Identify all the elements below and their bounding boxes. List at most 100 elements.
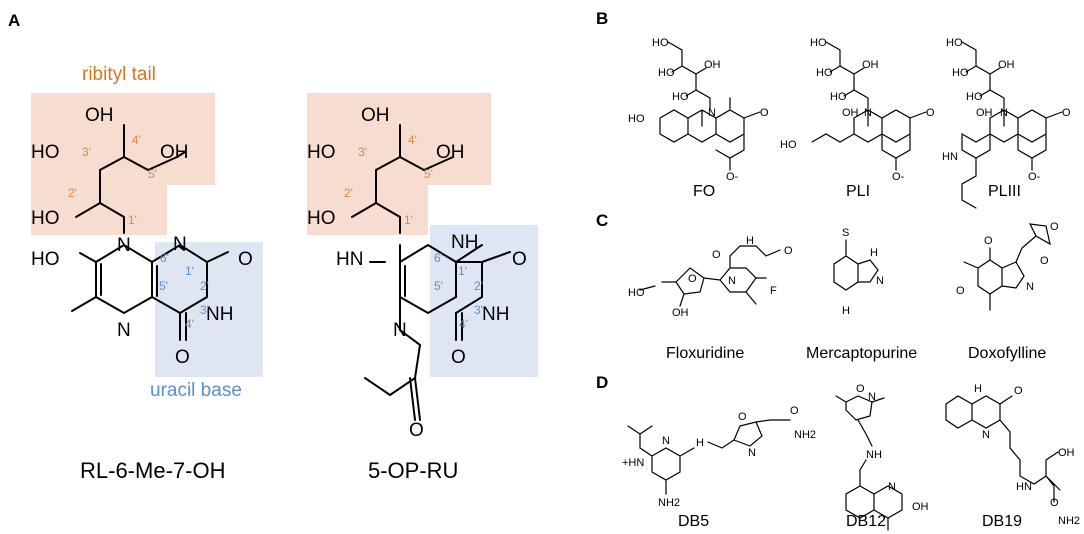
ribityl-tail-region-1 (31, 93, 215, 235)
num-4-prime-2b: 4' (459, 317, 468, 331)
atom-hn: HN (336, 249, 363, 270)
num-5-prime: 5' (148, 167, 157, 181)
flox-atom-oh: OH (672, 307, 689, 319)
atom-o-4-b: O (451, 347, 466, 368)
atom-ho-2: HO (31, 208, 60, 229)
atom-n-1: N (173, 234, 187, 255)
molecule-fo (659, 41, 761, 171)
uracil-base-label: uracil base (150, 380, 242, 401)
db5-atom-hn: H (696, 437, 704, 449)
pli-atom-n: N (864, 107, 872, 119)
mp-atom-n: N (876, 275, 884, 287)
pliii-atom-oh-1: OH (998, 59, 1015, 71)
atom-nh-3: NH (206, 304, 233, 325)
atom-oh-4: OH (85, 105, 114, 126)
molecule-floxuridine (639, 245, 781, 307)
caption-mercaptopurine: Mercaptopurine (806, 345, 917, 362)
fo-atom-o: O (760, 107, 769, 119)
db5-atom-o2: O (790, 405, 799, 417)
num-3-prime-2b: 3' (474, 303, 483, 317)
atom-o-4: O (175, 347, 190, 368)
doxo-atom-o2: O (956, 285, 965, 297)
molecule-db19 (945, 395, 1061, 503)
atom-n-10: N (117, 235, 131, 256)
pli-atom-ominus: O- (892, 171, 905, 183)
caption-doxofylline: Doxofylline (968, 345, 1046, 362)
db5-atom-n: N (662, 435, 670, 447)
db5-atom-nh2-b: NH2 (658, 497, 680, 509)
atom-oh-4-b: OH (361, 105, 390, 126)
db12-atom-n: N (868, 391, 876, 403)
db5-atom-hnplus: +HN (622, 457, 644, 469)
molecule-db12 (835, 395, 903, 531)
num-6-prime-2: 6' (434, 251, 443, 265)
pliii-atom-ho-3: HO (966, 91, 983, 103)
doxo-atom-o: O (984, 235, 993, 247)
num-2-prime-2b: 2' (474, 279, 483, 293)
num-1-prime-2b: 1' (458, 264, 467, 278)
pliii-atom-n: N (1000, 107, 1008, 119)
pliii-atom-ho-1: HO (946, 37, 963, 49)
fo-atom-n: N (708, 107, 716, 119)
db19-atom-oh: OH (1058, 447, 1075, 459)
flox-atom-o: O (712, 249, 721, 261)
molecule-pliii (961, 41, 1063, 209)
molecule-mercaptopurine (833, 239, 879, 291)
fo-atom-ho-2: HO (658, 67, 675, 79)
num-5-prime-2: 5' (424, 167, 433, 181)
atom-ho-7: HO (31, 249, 60, 270)
db5-atom-n2: N (748, 447, 756, 459)
num-3-prime-2: 3' (358, 145, 367, 159)
caption-db5: DB5 (678, 513, 709, 530)
atom-o-ketone: O (409, 420, 424, 441)
caption-fo: FO (693, 183, 715, 200)
db19-atom-n: N (982, 429, 990, 441)
panel-label-d: D (596, 373, 608, 392)
num-1-prime: 1' (128, 213, 137, 227)
doxo-atom-n: N (1026, 281, 1034, 293)
flox-atom-o-ring: O (688, 273, 697, 285)
mp-atom-h: H (870, 247, 878, 259)
doxo-atom-o-ring2: O (1040, 255, 1049, 267)
pli-atom-oh-1: OH (862, 59, 879, 71)
flox-atom-o2: O (784, 245, 793, 257)
caption-rl-6-me-7-oh: RL-6-Me-7-OH (80, 458, 225, 483)
num-4-prime: 4' (132, 133, 141, 147)
pli-atom-ho-3: HO (830, 91, 847, 103)
atom-oh-5: OH (160, 142, 189, 163)
atom-nh-3-b: NH (482, 304, 509, 325)
pliii-atom-hn: HN (942, 151, 958, 163)
fo-atom-ho-4: HO (628, 113, 645, 125)
db5-atom-nh2: NH2 (794, 429, 816, 441)
atom-ho-3-b: HO (307, 142, 336, 163)
atom-n-imine: N (393, 320, 407, 341)
num-6-prime: 6' (160, 251, 169, 265)
db19-atom-o2: O (1050, 497, 1059, 509)
caption-db12: DB12 (846, 513, 886, 530)
doxo-atom-o-ring: O (1050, 221, 1059, 233)
atom-ho-2-b: HO (307, 208, 336, 229)
flox-atom-f: F (770, 285, 777, 297)
db19-atom-nh2: NH2 (1058, 515, 1080, 527)
fo-atom-ho-1: HO (652, 37, 669, 49)
pliii-atom-ominus: O- (1028, 171, 1041, 183)
db12-atom-nh: NH (866, 449, 882, 461)
db19-atom-h: H (974, 383, 982, 395)
num-3-prime: 3' (82, 145, 91, 159)
molecule-doxofylline (963, 223, 1051, 311)
num-5-prime-b: 5' (159, 279, 168, 293)
num-1-prime-2: 1' (404, 213, 413, 227)
caption-db19: DB19 (982, 513, 1022, 530)
molecule-pli (811, 41, 927, 171)
panel-label-c: C (596, 211, 608, 230)
num-3-prime-b: 3' (200, 303, 209, 317)
caption-floxuridine: Floxuridine (666, 345, 744, 362)
pli-atom-o: O (926, 107, 935, 119)
pli-atom-oh-2: OH (842, 107, 859, 119)
mp-atom-h2: H (842, 305, 850, 317)
db12-atom-o: O (856, 383, 865, 395)
caption-pliii: PLIII (988, 183, 1021, 200)
pliii-atom-oh-2: OH (976, 107, 993, 119)
pliii-atom-ho-2: HO (952, 67, 969, 79)
